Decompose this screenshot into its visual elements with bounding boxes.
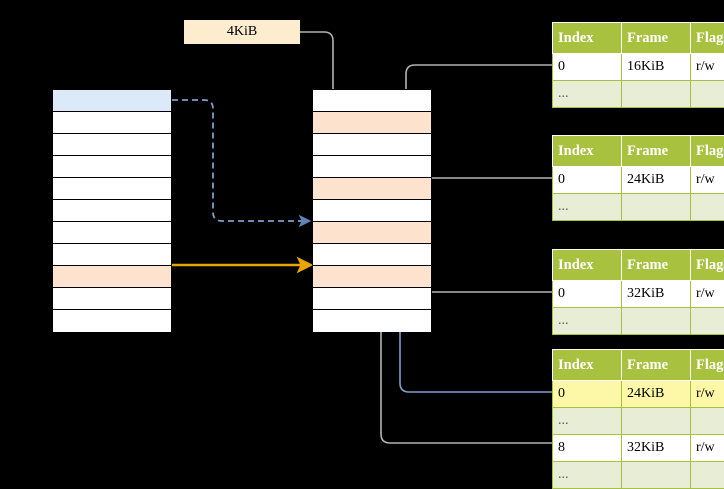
virtual-page-cell-8 (53, 266, 171, 288)
physical-frame-cell-0 (313, 90, 431, 112)
page-table-level-1: IndexFrameFlags016KiBr/w... (552, 22, 724, 108)
virtual-page-cell-6 (53, 222, 171, 244)
table-header-row: IndexFrameFlags (553, 23, 724, 54)
table-header-row: IndexFrameFlags (553, 250, 724, 281)
virtual-page-cell-7 (53, 244, 171, 266)
cell-flags: r/w (691, 281, 724, 308)
virtual-address-space-column (52, 89, 172, 332)
virtual-page-cell-1 (53, 112, 171, 134)
page-table-level-2: IndexFrameFlags024KiBr/w... (552, 135, 724, 221)
cell-frame: 32KiB (622, 281, 691, 308)
physical-frame-cell-4 (313, 178, 431, 200)
cell-frame: 24KiB (622, 167, 691, 194)
table-row: ... (553, 308, 724, 335)
cell-index: 0 (553, 281, 622, 308)
physical-frame-cell-3 (313, 156, 431, 178)
cell-flags: r/w (691, 54, 724, 81)
physical-frame-cell-9 (313, 288, 431, 310)
cell-flags (691, 408, 724, 435)
size-label-4kib: 4KiB (184, 20, 300, 44)
virtual-page-cell-9 (53, 288, 171, 310)
physical-frame-cell-2 (313, 134, 431, 156)
column-header-flags: Flags (691, 23, 724, 54)
cell-flags (691, 194, 724, 221)
column-header-flags: Flags (691, 350, 724, 381)
cell-index: 8 (553, 435, 622, 462)
cell-frame: 24KiB (622, 381, 691, 408)
cell-index: ... (553, 462, 622, 489)
table-row: ... (553, 462, 724, 489)
cell-flags: r/w (691, 435, 724, 462)
cell-index: ... (553, 81, 622, 108)
column-header-index: Index (553, 136, 622, 167)
physical-frame-cell-5 (313, 200, 431, 222)
column-header-frame: Frame (622, 136, 691, 167)
cell-flags (691, 462, 724, 489)
column-header-index: Index (553, 23, 622, 54)
cell-frame: 16KiB (622, 54, 691, 81)
physical-frame-cell-7 (313, 244, 431, 266)
table-header-row: IndexFrameFlags (553, 136, 724, 167)
cell-index: 0 (553, 381, 622, 408)
table-row: ... (553, 194, 724, 221)
cell-flags (691, 81, 724, 108)
physical-frame-cell-10 (313, 310, 431, 332)
column-header-index: Index (553, 250, 622, 281)
column-header-frame: Frame (622, 250, 691, 281)
column-header-flags: Flags (691, 250, 724, 281)
cell-frame (622, 308, 691, 335)
wire-table3-to-memory (420, 270, 552, 292)
cell-index: ... (553, 308, 622, 335)
cell-frame (622, 408, 691, 435)
virtual-page-cell-2 (53, 134, 171, 156)
cell-frame (622, 462, 691, 489)
column-header-frame: Frame (622, 350, 691, 381)
size-label-text: 4KiB (227, 24, 257, 39)
wire-table2-to-memory (419, 178, 552, 226)
cell-frame: 32KiB (622, 435, 691, 462)
table-header-row: IndexFrameFlags (553, 350, 724, 381)
physical-frame-cell-8 (313, 266, 431, 288)
cell-frame (622, 81, 691, 108)
table-row: ... (553, 408, 724, 435)
cell-index: ... (553, 194, 622, 221)
virtual-page-cell-10 (53, 310, 171, 332)
page-table-level-4: IndexFrameFlags024KiBr/w...832KiBr/w... (552, 349, 724, 489)
cell-flags: r/w (691, 381, 724, 408)
physical-frame-cell-1 (313, 112, 431, 134)
column-header-index: Index (553, 350, 622, 381)
virtual-page-cell-0 (53, 90, 171, 112)
virtual-page-cell-5 (53, 200, 171, 222)
virtual-page-cell-4 (53, 178, 171, 200)
cell-flags (691, 308, 724, 335)
cell-flags: r/w (691, 167, 724, 194)
cell-frame (622, 194, 691, 221)
page-table-level-3: IndexFrameFlags032KiBr/w... (552, 249, 724, 335)
physical-memory-column (312, 89, 432, 332)
column-header-flags: Flags (691, 136, 724, 167)
wire-virtual-page-to-frame (172, 100, 305, 221)
table-row: ... (553, 81, 724, 108)
cell-index: ... (553, 408, 622, 435)
physical-frame-cell-6 (313, 222, 431, 244)
cell-index: 0 (553, 167, 622, 194)
column-header-frame: Frame (622, 23, 691, 54)
cell-index: 0 (553, 54, 622, 81)
virtual-page-cell-3 (53, 156, 171, 178)
